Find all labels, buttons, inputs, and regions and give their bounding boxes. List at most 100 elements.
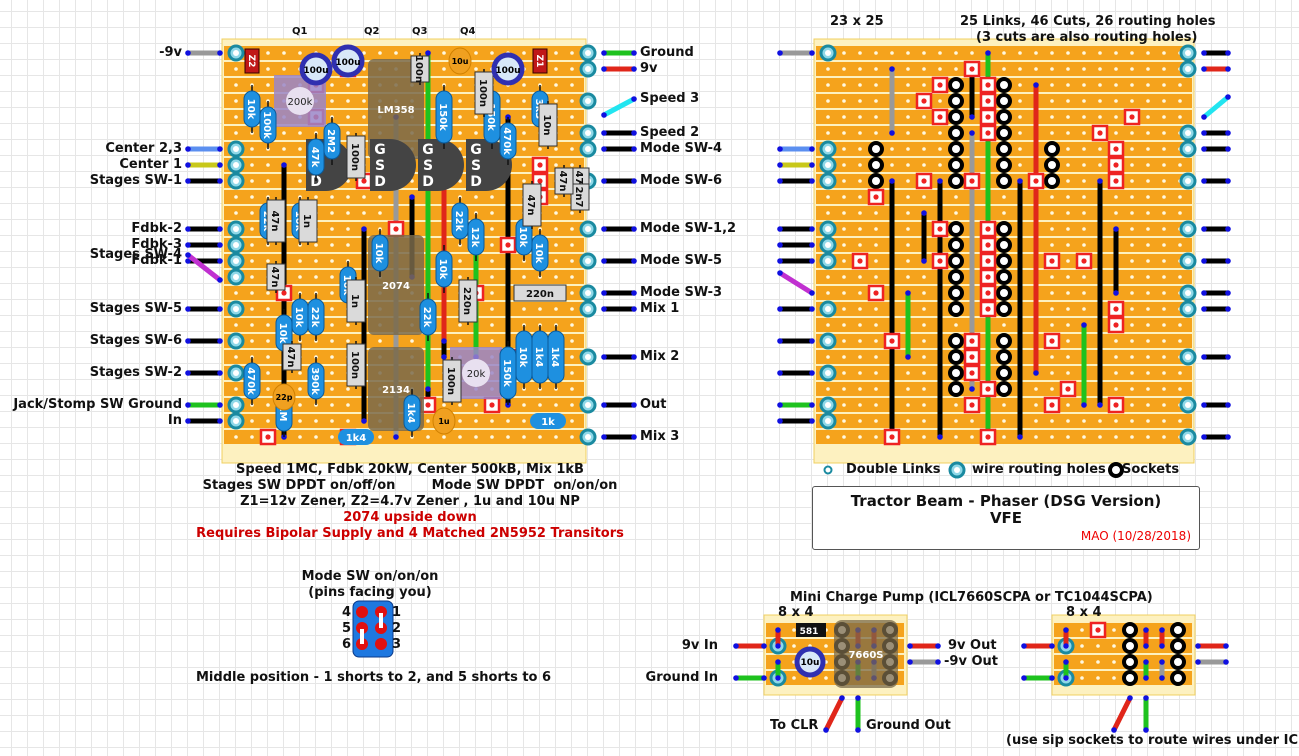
wire-end xyxy=(185,178,191,184)
hole xyxy=(874,131,878,135)
wire-end xyxy=(733,643,739,649)
hole xyxy=(1130,227,1134,231)
hole xyxy=(858,115,862,119)
label-ground-in: Ground In xyxy=(645,670,718,685)
hole xyxy=(922,371,926,375)
author-date: MAO (10/28/2018) xyxy=(1080,529,1191,543)
hole xyxy=(842,147,846,151)
hole xyxy=(346,131,350,135)
hole xyxy=(1080,660,1084,664)
hole xyxy=(266,259,270,263)
wire-end xyxy=(409,194,415,200)
wire-end xyxy=(185,370,191,376)
hole xyxy=(826,275,830,279)
hole xyxy=(858,387,862,391)
hole xyxy=(858,435,862,439)
wire-end xyxy=(601,290,607,296)
hole xyxy=(842,243,846,247)
wire-end xyxy=(217,277,223,283)
wire-end xyxy=(1225,226,1231,232)
wire-end xyxy=(1081,402,1087,408)
io-label-right: Mode SW-4 xyxy=(640,141,723,156)
jfet-pin-label: D xyxy=(422,174,434,190)
hole xyxy=(346,211,350,215)
hole xyxy=(1050,227,1054,231)
resistor-value: 1k xyxy=(541,417,555,428)
hole xyxy=(298,275,302,279)
wire-end xyxy=(777,242,783,248)
hole xyxy=(1178,211,1182,215)
resistor-value: 10k xyxy=(293,307,304,328)
hole xyxy=(234,131,238,135)
hole xyxy=(842,99,846,103)
hole xyxy=(874,83,878,87)
hole xyxy=(570,131,574,135)
hole xyxy=(938,147,942,151)
resistor-value: 47k xyxy=(309,147,320,168)
wire-end xyxy=(1223,659,1229,665)
copper-strip xyxy=(224,334,584,348)
hole xyxy=(1162,403,1166,407)
hole xyxy=(922,403,926,407)
hole xyxy=(1034,435,1038,439)
label-neg9v-out: -9v Out xyxy=(944,654,998,669)
hole xyxy=(1178,243,1182,247)
socket-icon xyxy=(1170,670,1186,686)
hole xyxy=(570,307,574,311)
hole xyxy=(826,355,830,359)
hole xyxy=(378,211,382,215)
hole xyxy=(458,403,462,407)
wire-end xyxy=(1201,114,1207,120)
hole xyxy=(1114,51,1118,55)
hole xyxy=(346,99,350,103)
trimmer-value: 20k xyxy=(467,369,486,380)
hole xyxy=(458,115,462,119)
wire-end xyxy=(823,727,829,733)
hole xyxy=(1162,307,1166,311)
hole xyxy=(1146,115,1150,119)
hole xyxy=(954,211,958,215)
jfet-pin-label: G xyxy=(374,142,386,158)
hole xyxy=(1066,131,1070,135)
hole xyxy=(1018,115,1022,119)
wire-end xyxy=(937,178,943,184)
hole xyxy=(922,387,926,391)
hole xyxy=(1050,211,1054,215)
hole xyxy=(234,67,238,71)
socket-icon xyxy=(1122,622,1138,638)
hole xyxy=(1050,307,1054,311)
hole xyxy=(874,355,878,359)
jfet-pin-label: G xyxy=(422,142,434,158)
hole xyxy=(554,275,558,279)
wire-end xyxy=(631,402,637,408)
hole xyxy=(1034,387,1038,391)
hole xyxy=(298,419,302,423)
hole xyxy=(1146,323,1150,327)
hole xyxy=(858,275,862,279)
hole xyxy=(1066,195,1070,199)
hole xyxy=(1162,387,1166,391)
hole xyxy=(522,99,526,103)
hole xyxy=(1066,115,1070,119)
hole xyxy=(346,387,350,391)
socket-icon xyxy=(868,141,884,157)
wire-end xyxy=(733,675,739,681)
hole xyxy=(554,435,558,439)
hole xyxy=(1146,387,1150,391)
hole xyxy=(954,435,958,439)
io-label-left: Stages SW-5 xyxy=(89,301,182,316)
hole xyxy=(1066,291,1070,295)
wire-end xyxy=(777,270,783,276)
capacitor-value: 100n xyxy=(349,143,360,171)
label-to-clr: To CLR xyxy=(770,718,819,733)
ic-label: 7660S xyxy=(848,650,883,661)
hole xyxy=(570,323,574,327)
switch-pin xyxy=(356,606,368,618)
hole xyxy=(1146,291,1150,295)
hole xyxy=(922,51,926,55)
wire-end xyxy=(1017,434,1023,440)
hole xyxy=(250,243,254,247)
legend-sockets: Sockets xyxy=(1122,462,1180,477)
wire-end xyxy=(1225,94,1231,100)
hole xyxy=(522,419,526,423)
